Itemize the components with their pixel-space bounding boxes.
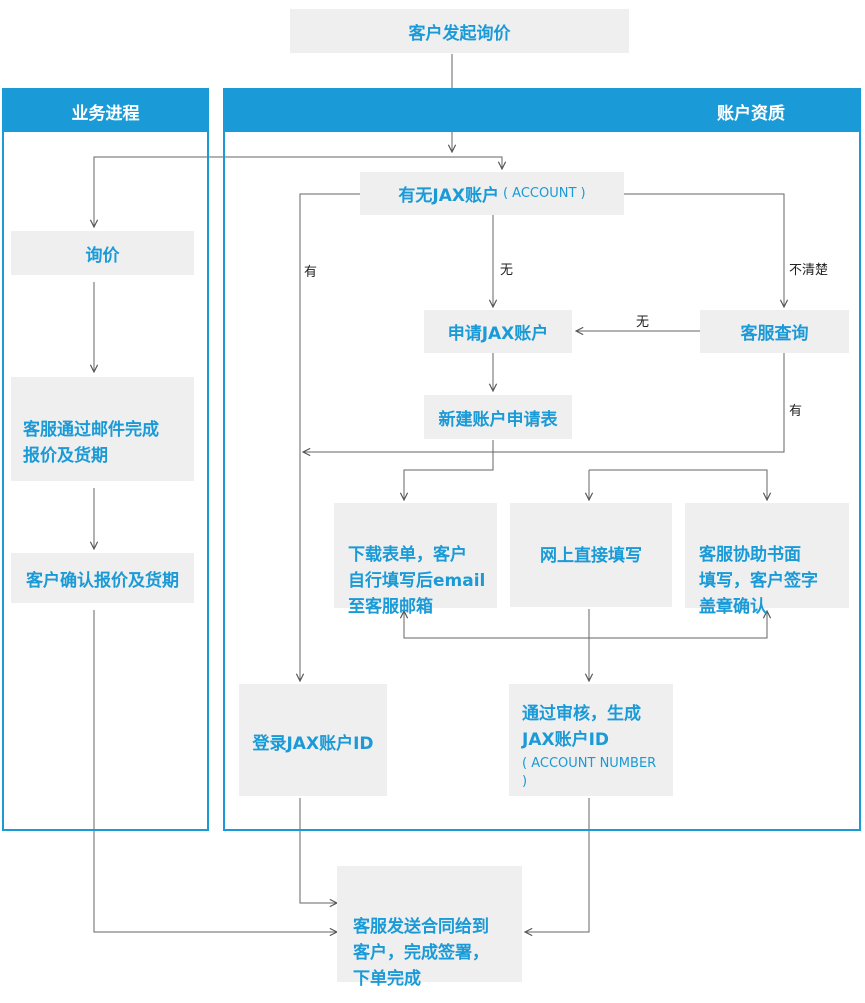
option-cs-assist-label: 客服协助书面 填写，客户签字 盖章确认 [699, 545, 818, 617]
has-account-label: 有无JAX账户 [398, 186, 499, 206]
approved-sub: ( ACCOUNT NUMBER ) [522, 756, 657, 789]
option-online-label: 网上直接填写 [540, 546, 642, 566]
approved-label: 通过审核，生成 JAX账户ID [522, 704, 641, 750]
business-process-panel: 业务进程 [2, 88, 209, 831]
approved-step: 通过审核，生成 JAX账户ID ( ACCOUNT NUMBER ) [509, 684, 673, 796]
option-online-fill: 网上直接填写 [510, 503, 672, 607]
cs-query-step: 客服查询 [700, 310, 849, 353]
edge-label-yes-has-account: 有 [304, 265, 318, 280]
final-contract-step: 客服发送合同给到 客户，完成签署， 下单完成 [337, 866, 522, 989]
account-qualification-header: 账户资质 [225, 90, 859, 132]
option-cs-assist: 客服协助书面 填写，客户签字 盖章确认 [685, 503, 849, 617]
start-node: 客户发起询价 [290, 9, 629, 53]
inquiry-step-label: 询价 [85, 245, 120, 266]
business-process-header: 业务进程 [4, 90, 207, 132]
edge-label-no-account: 无 [500, 263, 514, 278]
new-form-label: 新建账户申请表 [438, 409, 558, 430]
apply-account-label: 申请JAX账户 [447, 324, 549, 344]
business-process-title: 业务进程 [71, 103, 140, 124]
has-account-sub: ( ACCOUNT ) [502, 186, 586, 201]
customer-confirm-label: 客户确认报价及货期 [26, 570, 179, 591]
login-account-label: 登录JAX账户ID [252, 734, 374, 754]
account-qualification-title: 账户资质 [717, 103, 785, 124]
final-contract-label: 客服发送合同给到 客户，完成签署， 下单完成 [353, 917, 489, 989]
inquiry-step: 询价 [11, 231, 194, 275]
quote-by-email-step: 客服通过邮件完成 报价及货期 [11, 377, 194, 481]
edge-label-unclear: 不清楚 [789, 263, 829, 278]
new-form-step: 新建账户申请表 [424, 395, 572, 439]
customer-confirm-step: 客户确认报价及货期 [11, 553, 194, 603]
quote-by-email-label: 客服通过邮件完成 报价及货期 [23, 420, 159, 466]
edge-label-no-from-query: 无 [636, 315, 650, 330]
start-text: 客户发起询价 [408, 23, 511, 44]
cs-query-label: 客服查询 [740, 324, 809, 344]
has-account-decision: 有无JAX账户 ( ACCOUNT ) [360, 172, 624, 215]
option-download-label: 下载表单，客户 自行填写后email 至客服邮箱 [348, 545, 486, 617]
account-qualification-panel: 账户资质 [223, 88, 861, 831]
apply-account-step: 申请JAX账户 [424, 310, 572, 353]
login-account-step: 登录JAX账户ID [239, 684, 387, 796]
edge-label-yes-from-query: 有 [789, 404, 803, 419]
option-download-form: 下载表单，客户 自行填写后email 至客服邮箱 [334, 503, 497, 617]
